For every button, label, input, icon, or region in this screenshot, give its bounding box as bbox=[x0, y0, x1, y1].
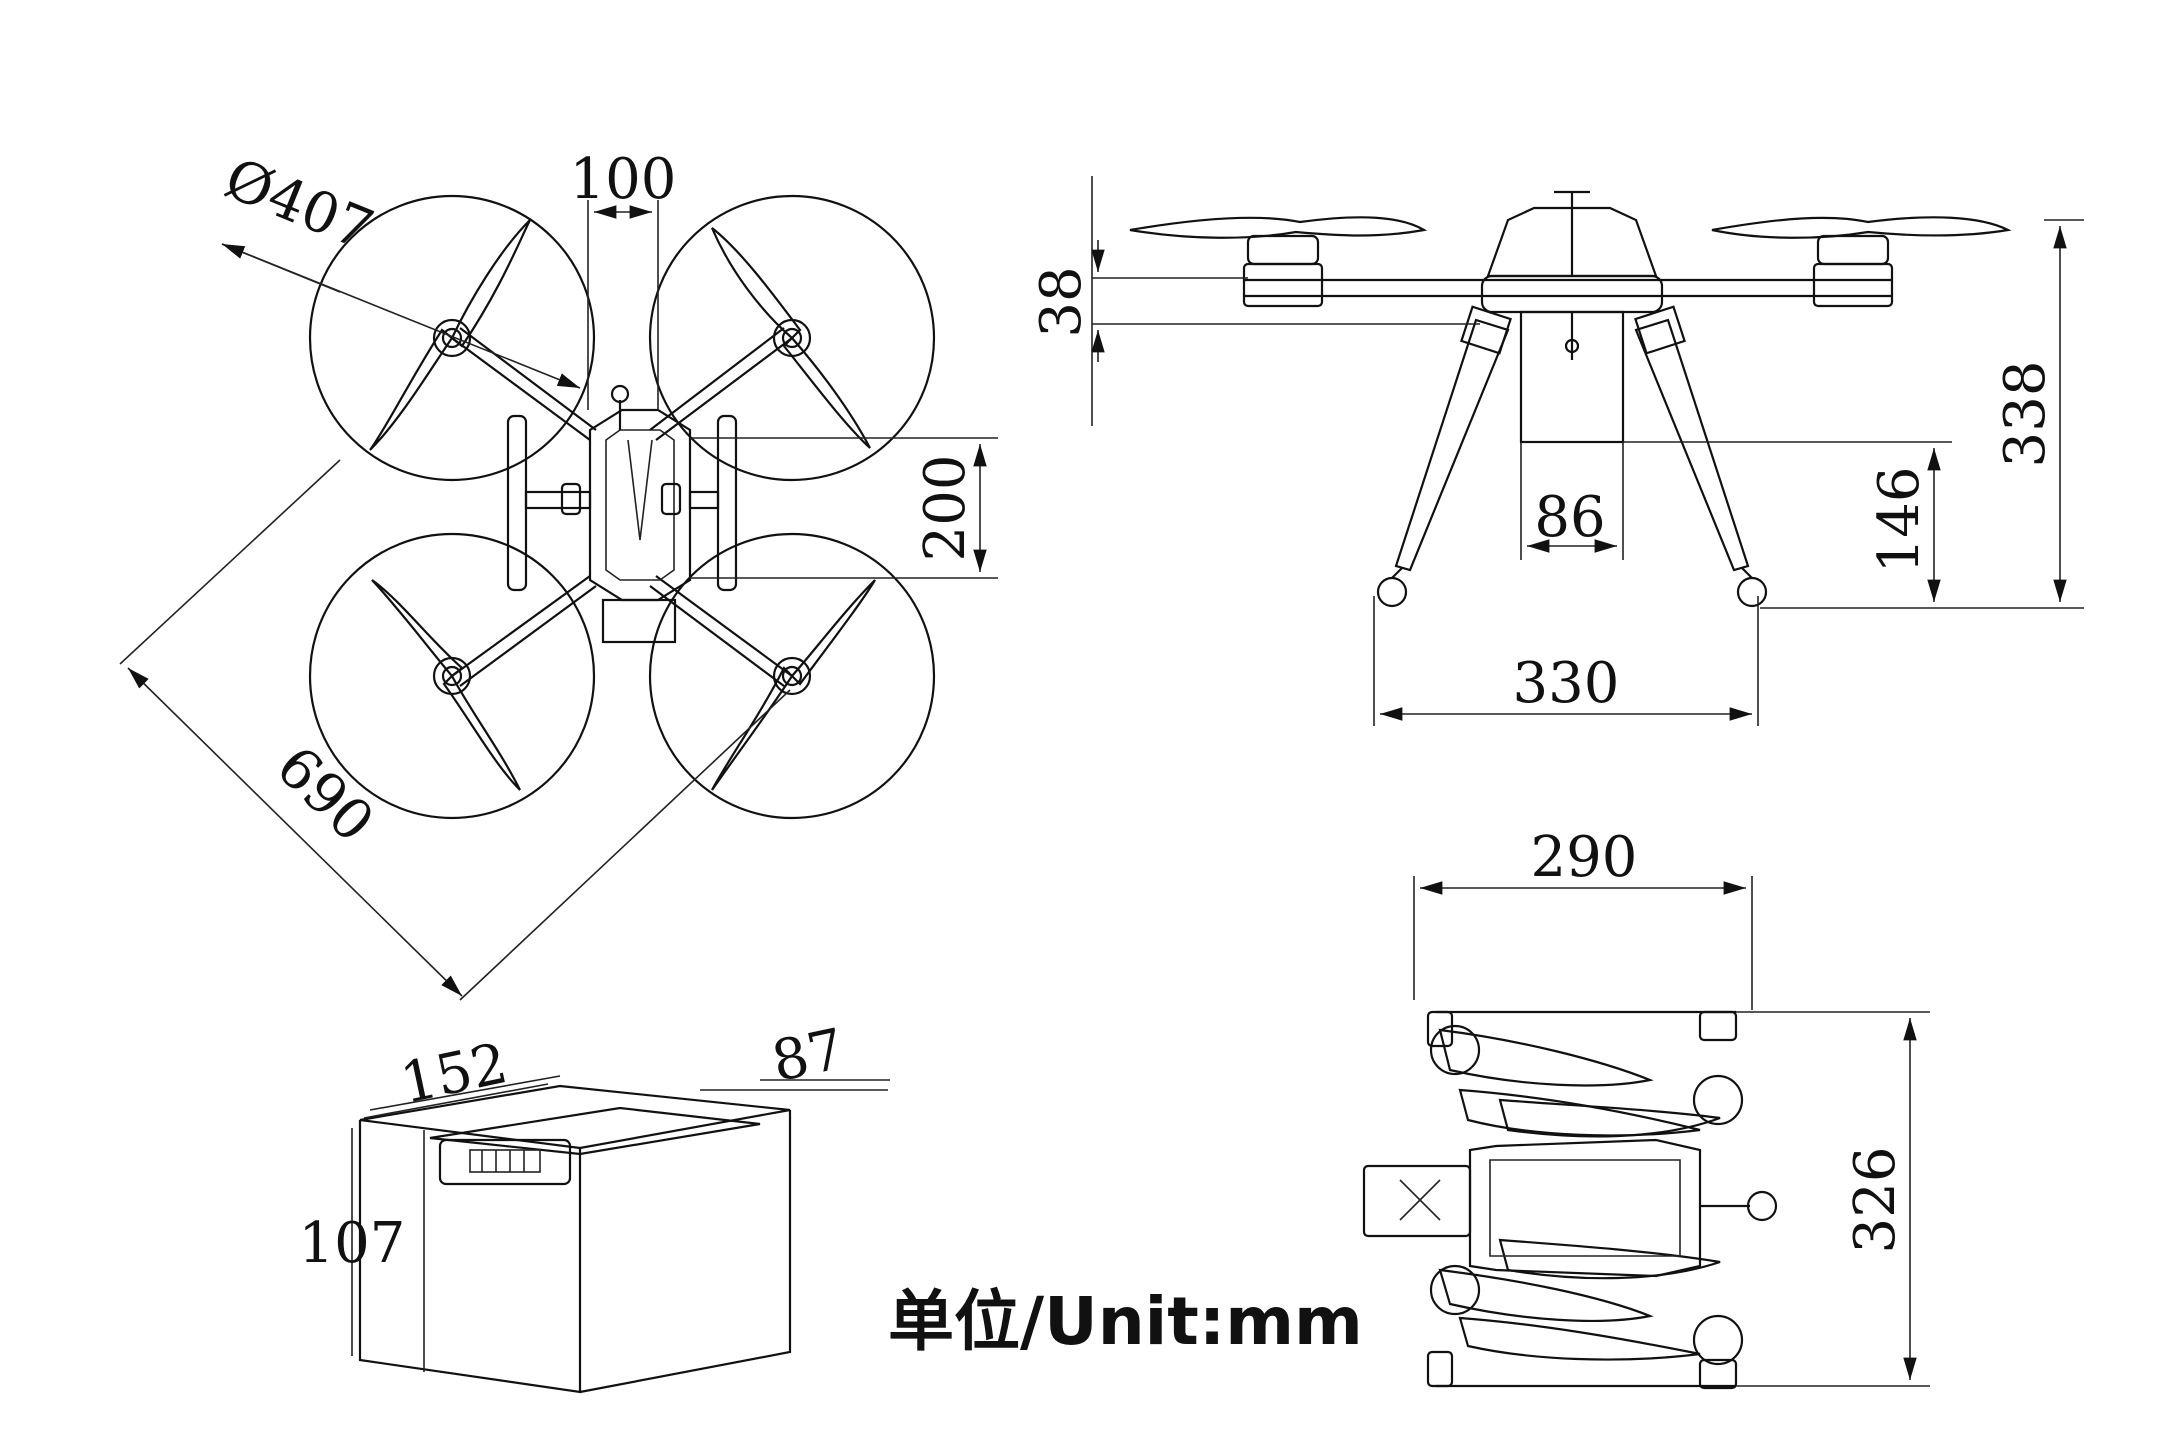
propeller-disc-top-left bbox=[308, 194, 596, 482]
dimension-arm-height: 38 bbox=[1029, 176, 1480, 426]
drone-body bbox=[506, 384, 738, 644]
folded-body bbox=[1362, 1010, 1778, 1388]
dimension-battery-length: 152 bbox=[363, 1031, 561, 1119]
dimension-leg-height-label: 146 bbox=[1867, 467, 1932, 574]
dimension-leg-span: 330 bbox=[1373, 596, 1759, 726]
top-view: 100 Ø407 200 690 bbox=[119, 146, 998, 1001]
dimension-folded-width-label: 290 bbox=[1531, 825, 1638, 890]
dimension-payload-width: 86 bbox=[1520, 442, 1624, 560]
dimension-folded-length: 326 bbox=[1736, 1011, 1930, 1387]
battery-handle bbox=[429, 1106, 761, 1186]
front-propeller-left bbox=[1129, 216, 1428, 239]
dimension-battery-height: 107 bbox=[299, 1128, 406, 1356]
dimension-battery-width-label: 87 bbox=[767, 1017, 850, 1095]
dimension-leg-span-label: 330 bbox=[1513, 651, 1620, 716]
dimension-hub-gap-label: 100 bbox=[570, 147, 677, 212]
battery-view: 152 87 107 bbox=[299, 1017, 890, 1394]
dimension-payload-width-label: 86 bbox=[1534, 485, 1605, 550]
dimension-propeller-diameter-label: Ø407 bbox=[216, 146, 382, 264]
propeller-disc-bottom-right bbox=[648, 532, 936, 820]
propeller-disc-top-right bbox=[648, 194, 936, 482]
dimension-folded-length-label: 326 bbox=[1843, 1147, 1908, 1254]
propeller-blades bbox=[369, 219, 876, 791]
dimension-propeller-diameter: Ø407 bbox=[216, 146, 581, 389]
front-view: 38 338 146 86 330 bbox=[1029, 176, 2084, 726]
front-motors bbox=[1242, 234, 1894, 308]
dimension-battery-width: 87 bbox=[700, 1017, 890, 1095]
motors bbox=[432, 318, 812, 696]
folded-propellers bbox=[1438, 1028, 1721, 1361]
dimension-battery-length-label: 152 bbox=[395, 1031, 513, 1117]
dimension-battery-height-label: 107 bbox=[299, 1211, 406, 1276]
dimension-folded-width: 290 bbox=[1413, 825, 1753, 1010]
dimension-diagonal-wheelbase-label: 690 bbox=[264, 734, 386, 855]
folded-view: 290 326 bbox=[1362, 825, 1930, 1390]
front-propeller-right bbox=[1711, 216, 2012, 239]
dimension-total-height-label: 338 bbox=[1993, 361, 2058, 468]
dimension-leg-height: 146 bbox=[1623, 441, 1952, 602]
dimension-arm-height-label: 38 bbox=[1029, 266, 1094, 337]
arms bbox=[451, 327, 793, 687]
dimension-body-length: 200 bbox=[690, 437, 998, 579]
dimension-total-height: 338 bbox=[1760, 219, 2084, 609]
dimension-hub-gap: 100 bbox=[570, 147, 677, 410]
dimension-body-length-label: 200 bbox=[913, 455, 978, 562]
unit-label: 单位/Unit:mm bbox=[888, 1283, 1363, 1360]
folded-motors bbox=[1426, 1010, 1744, 1390]
